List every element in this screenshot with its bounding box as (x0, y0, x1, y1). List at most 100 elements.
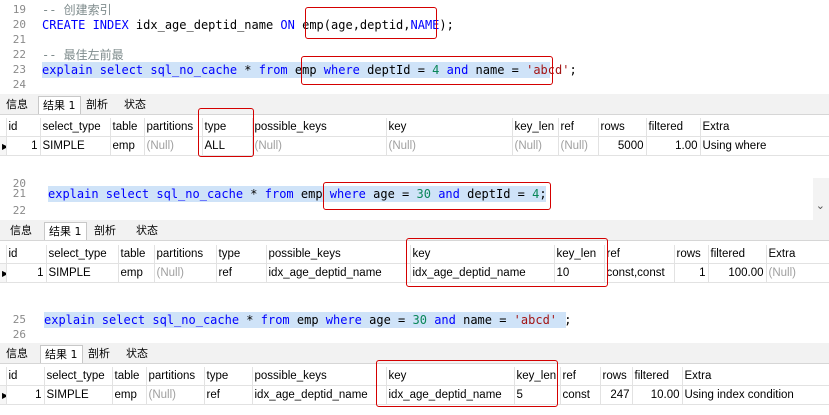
code-line[interactable]: explain select sql_no_cache * from emp w… (48, 186, 547, 202)
column-header-table[interactable]: table (110, 118, 145, 137)
table-cell[interactable]: (Null) (766, 263, 829, 283)
table-cell[interactable]: idx_age_deptid_name (266, 263, 411, 283)
table-cell[interactable]: 1 (674, 263, 709, 283)
column-header-possible-keys[interactable]: possible_keys (266, 245, 411, 264)
table-cell[interactable]: (Null) (154, 263, 217, 283)
table-cell[interactable]: 1 (6, 385, 45, 405)
column-header-id[interactable]: id (6, 245, 47, 264)
table-cell[interactable]: emp (112, 385, 147, 405)
column-header-partitions[interactable]: partitions (144, 118, 203, 137)
column-header-filtered[interactable]: filtered (646, 118, 701, 137)
line-number: 21 (12, 187, 26, 200)
tab-info[interactable]: 信息 (6, 347, 28, 360)
table-cell[interactable]: emp (118, 263, 155, 283)
column-header-table[interactable]: table (118, 245, 155, 264)
table-cell[interactable]: Using where (700, 136, 829, 156)
table-cell[interactable]: SIMPLE (46, 263, 119, 283)
table-cell[interactable]: ref (204, 385, 253, 405)
table-cell[interactable]: SIMPLE (40, 136, 111, 156)
column-header-type[interactable]: type (202, 118, 253, 137)
column-header-filtered[interactable]: filtered (708, 245, 767, 264)
table-cell[interactable]: (Null) (512, 136, 559, 156)
table-cell[interactable]: emp (110, 136, 145, 156)
line-number: 20 (12, 177, 26, 190)
column-header-key-len[interactable]: key_len (554, 245, 605, 264)
column-header-Extra[interactable]: Extra (700, 118, 829, 137)
column-header-key-len[interactable]: key_len (512, 118, 559, 137)
column-header-filtered[interactable]: filtered (632, 367, 683, 386)
table-cell[interactable]: idx_age_deptid_name (386, 385, 515, 405)
column-header-id[interactable]: id (6, 118, 41, 137)
column-header-Extra[interactable]: Extra (682, 367, 829, 386)
table-cell[interactable]: (Null) (558, 136, 599, 156)
column-header-key[interactable]: key (386, 118, 513, 137)
tab-status[interactable]: 状态 (124, 98, 146, 111)
column-header-id[interactable]: id (6, 367, 45, 386)
tab-info[interactable]: 信息 (6, 98, 28, 111)
table-cell[interactable]: idx_age_deptid_name (410, 263, 555, 283)
tab-result-1[interactable]: 结果 1 (44, 222, 87, 240)
table-cell[interactable]: 1.00 (646, 136, 701, 156)
column-header-partitions[interactable]: partitions (146, 367, 205, 386)
tab-profile[interactable]: 剖析 (94, 224, 116, 237)
table-cell[interactable]: (Null) (144, 136, 203, 156)
table-cell[interactable]: const,const (604, 263, 675, 283)
table-cell[interactable]: Using index condition (682, 385, 829, 405)
tab-profile[interactable]: 剖析 (88, 347, 110, 360)
column-header-type[interactable]: type (204, 367, 253, 386)
tab-profile[interactable]: 剖析 (86, 98, 108, 111)
editor-2-scrollbar[interactable] (813, 178, 829, 220)
column-header-rows[interactable]: rows (674, 245, 709, 264)
column-header-possible-keys[interactable]: possible_keys (252, 367, 387, 386)
table-cell[interactable]: ref (216, 263, 267, 283)
column-header-key[interactable]: key (386, 367, 515, 386)
tab-result-1[interactable]: 结果 1 (40, 345, 83, 363)
column-header-rows[interactable]: rows (598, 118, 647, 137)
column-header-type[interactable]: type (216, 245, 267, 264)
code-line[interactable]: explain select sql_no_cache * from emp w… (44, 312, 571, 328)
code-line[interactable]: CREATE INDEX idx_age_deptid_name ON emp(… (42, 17, 454, 33)
table-cell[interactable]: 1 (6, 263, 47, 283)
table-cell[interactable]: 5000 (598, 136, 647, 156)
table-cell[interactable]: ALL (202, 136, 253, 156)
column-header-key-len[interactable]: key_len (514, 367, 561, 386)
chevron-down-icon[interactable]: ⌄ (815, 199, 825, 212)
table-cell[interactable]: (Null) (146, 385, 205, 405)
code-line[interactable]: -- 最佳左前最 (42, 47, 124, 63)
line-number: 24 (12, 78, 26, 91)
column-header-ref[interactable]: ref (558, 118, 599, 137)
code-line[interactable]: explain select sql_no_cache * from emp w… (42, 62, 577, 78)
table-cell[interactable]: 10 (554, 263, 605, 283)
column-header-partitions[interactable]: partitions (154, 245, 217, 264)
column-header-Extra[interactable]: Extra (766, 245, 829, 264)
table-cell[interactable]: 247 (600, 385, 633, 405)
column-header-ref[interactable]: ref (604, 245, 675, 264)
code-token: sql_no_cache (152, 313, 247, 327)
table-cell[interactable]: (Null) (252, 136, 387, 156)
tab-status[interactable]: 状态 (136, 224, 158, 237)
table-cell[interactable]: 100.00 (708, 263, 767, 283)
tab-result-1[interactable]: 结果 1 (38, 96, 81, 114)
table-cell[interactable]: 10.00 (632, 385, 683, 405)
table-cell[interactable]: (Null) (386, 136, 513, 156)
table-cell[interactable]: const (560, 385, 601, 405)
code-line[interactable]: -- 创建索引 (42, 2, 112, 18)
column-header-possible-keys[interactable]: possible_keys (252, 118, 387, 137)
tab-status[interactable]: 状态 (126, 347, 148, 360)
table-cell[interactable]: 1 (6, 136, 41, 156)
table-cell[interactable]: SIMPLE (44, 385, 113, 405)
column-header-select-type[interactable]: select_type (40, 118, 111, 137)
table-cell[interactable]: idx_age_deptid_name (252, 385, 387, 405)
column-header-key[interactable]: key (410, 245, 555, 264)
column-header-select-type[interactable]: select_type (46, 245, 119, 264)
table-cell[interactable]: 5 (514, 385, 561, 405)
tab-info[interactable]: 信息 (10, 224, 32, 237)
column-header-rows[interactable]: rows (600, 367, 633, 386)
column-header-ref[interactable]: ref (560, 367, 601, 386)
column-header-table[interactable]: table (112, 367, 147, 386)
column-header-select-type[interactable]: select_type (44, 367, 113, 386)
